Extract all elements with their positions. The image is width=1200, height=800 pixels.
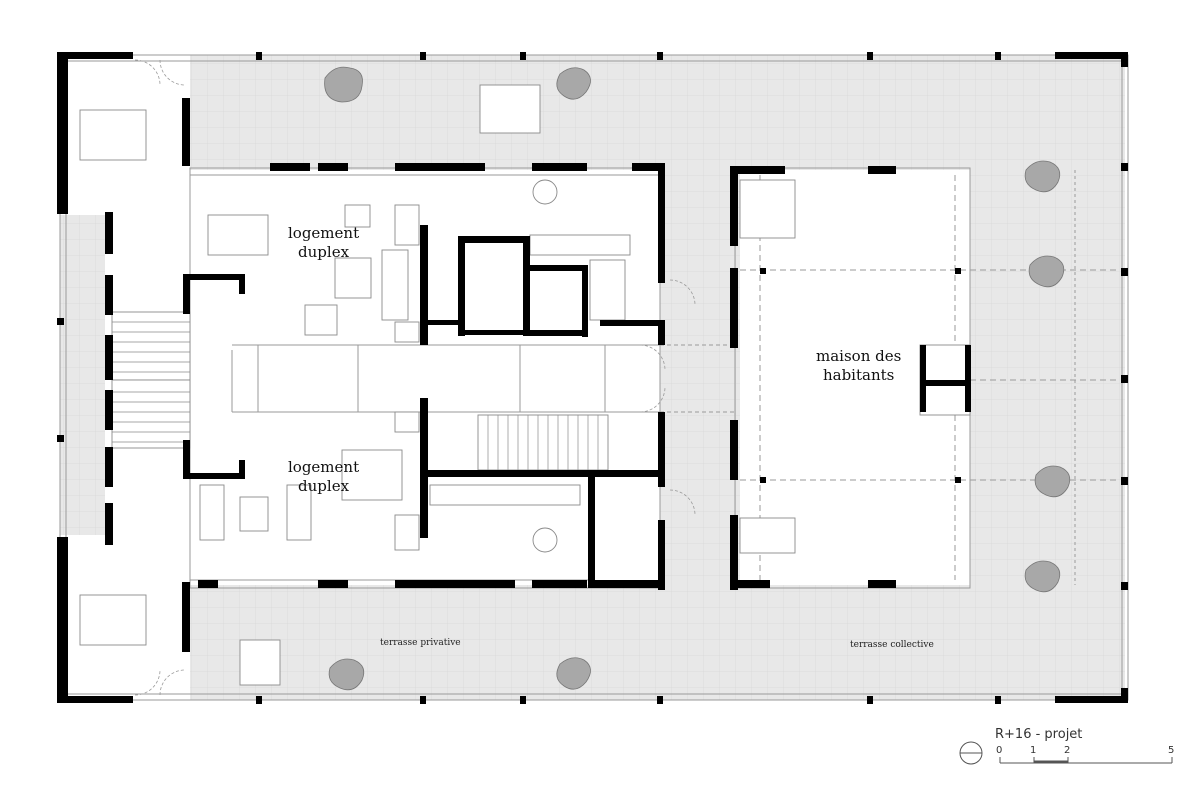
north-arrow <box>959 741 983 765</box>
duplex-upper-line1: logement <box>288 224 360 242</box>
tree-symbols <box>324 66 1071 691</box>
duplex-lower-line2: duplex <box>298 477 350 495</box>
terrasse-collective-label: terrasse collective <box>850 640 934 650</box>
scale-tick-5: 5 <box>1168 745 1175 756</box>
duplex-lower-line1: logement <box>288 458 360 476</box>
duplex-lower-label: logement duplex <box>288 458 359 496</box>
maison-line1: maison des <box>816 347 902 365</box>
scale-tick-0: 0 <box>996 745 1003 756</box>
scale-bar <box>999 757 1173 764</box>
sheet-title: R+16 - projet <box>995 727 1083 742</box>
maison-line2: habitants <box>822 366 895 384</box>
duplex-upper-label: logement duplex <box>288 224 359 262</box>
terrasse-privative-label: terrasse privative <box>380 638 461 648</box>
stair-treads <box>112 321 599 470</box>
furniture <box>79 84 971 686</box>
walls <box>57 52 1128 704</box>
scale-tick-1: 1 <box>1030 745 1037 756</box>
duplex-upper-line2: duplex <box>298 243 350 261</box>
maison-label: maison des habitants <box>816 347 901 385</box>
scale-tick-2: 2 <box>1064 745 1071 756</box>
terrace-areas <box>60 55 1125 700</box>
